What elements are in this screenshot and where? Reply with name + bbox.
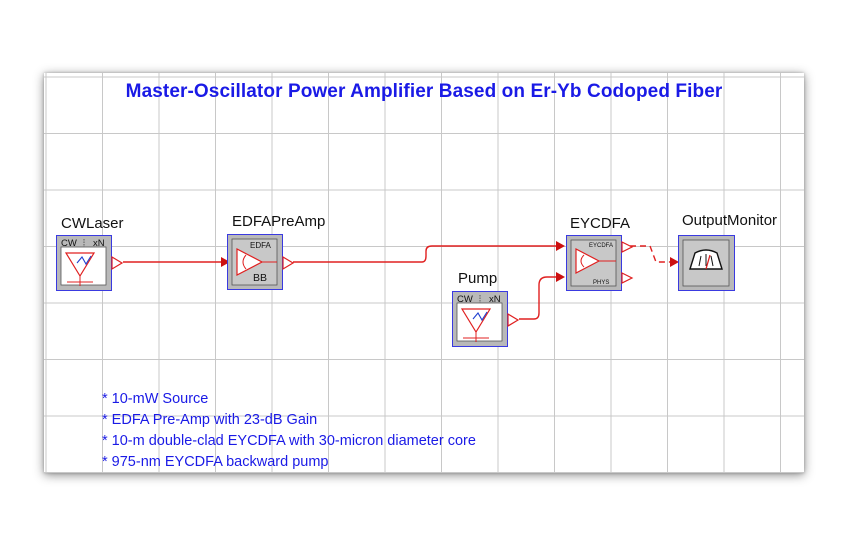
pump-block[interactable]: CW xN	[452, 291, 520, 347]
notes-list: * 10-mW Source * EDFA Pre-Amp with 23-dB…	[102, 389, 476, 473]
wire-edfa-to-eycdfa	[293, 245, 556, 263]
eycdfa-top-text: EYCDFA	[589, 243, 613, 249]
pump-laser-icon: CW xN	[456, 294, 520, 342]
schematic-canvas[interactable]: Master-Oscillator Power Amplifier Based …	[44, 73, 804, 473]
cwlaser-label: CWLaser	[61, 215, 124, 232]
edfa-label: EDFAPreAmp	[232, 213, 326, 230]
eycdfa-amplifier-icon: EYCDFA PHYS	[570, 239, 634, 287]
diagram-title: Master-Oscillator Power Amplifier Based …	[125, 81, 723, 102]
pump-cw-text: CW	[457, 294, 473, 305]
pump-mult-text: xN	[489, 294, 501, 305]
wire-pump-to-eycdfa	[519, 276, 556, 320]
laser-icon: CW xN	[60, 238, 124, 286]
eycdfa-block[interactable]: EYCDFA PHYS	[566, 235, 634, 291]
cwlaser-block[interactable]: CW xN	[56, 235, 124, 291]
note-item: * EDFA Pre-Amp with 23-dB Gain	[102, 412, 318, 428]
edfa-top-text: EDFA	[250, 241, 272, 250]
power-meter-icon	[682, 239, 730, 287]
arrowhead-eycdfa-input-signal	[556, 241, 565, 251]
eycdfa-bottom-text: PHYS	[593, 280, 609, 286]
arrowhead-eycdfa-input-pump	[556, 272, 565, 282]
edfa-bottom-text: BB	[253, 272, 267, 284]
monitor-label: OutputMonitor	[682, 212, 778, 229]
note-item: * 10-mW Source	[102, 391, 209, 407]
eycdfa-label: EYCDFA	[570, 215, 631, 232]
cwlaser-mult-text: xN	[93, 238, 105, 249]
pump-label: Pump	[458, 270, 498, 287]
wire-eycdfa-to-monitor	[630, 245, 670, 263]
note-item: * 975-nm EYCDFA backward pump	[102, 454, 329, 470]
connection-wires	[123, 241, 679, 320]
note-item: * 10-m double-clad EYCDFA with 30-micron…	[102, 433, 476, 449]
edfa-block[interactable]: EDFA BB	[227, 234, 295, 290]
output-monitor-block[interactable]	[678, 235, 735, 291]
arrowhead-edfa-input	[221, 257, 230, 267]
amplifier-icon: EDFA BB	[231, 238, 295, 286]
cwlaser-cw-text: CW	[61, 238, 77, 249]
arrowhead-monitor-input	[670, 257, 679, 267]
